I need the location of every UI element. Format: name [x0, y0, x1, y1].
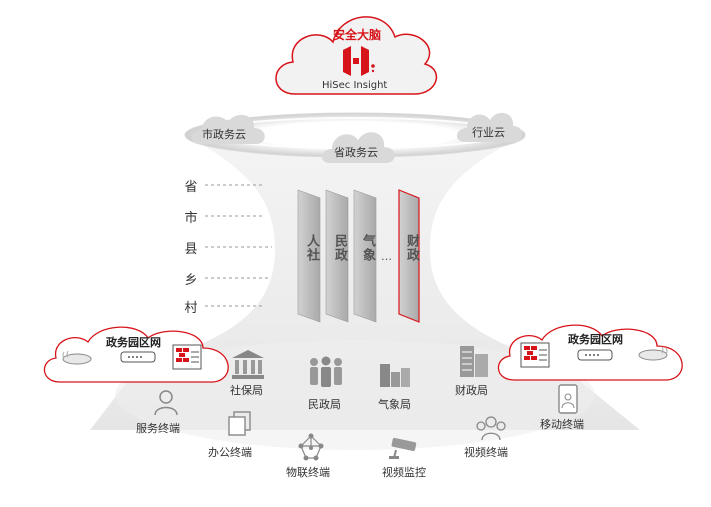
- security-brain-cloud: [275, 16, 438, 95]
- hisec-logo-icon: [343, 46, 375, 76]
- dept-social-security: 社保局: [230, 384, 263, 397]
- left-park-title: 政务园区网: [106, 336, 161, 349]
- industry-cloud-shape: [456, 112, 523, 142]
- video-terminal-icon: [476, 416, 506, 441]
- city-gov-cloud: 市政务云: [202, 128, 246, 141]
- right-ap-icon: [638, 346, 668, 361]
- left-firewall-icon: [172, 344, 202, 370]
- iot-terminal-icon: [298, 433, 324, 461]
- terminal-video: 视频终端: [464, 446, 508, 459]
- terminal-video-surveillance: 视频监控: [382, 466, 426, 479]
- terminal-service: 服务终端: [136, 422, 180, 435]
- dept-civil-affairs: 民政局: [308, 398, 341, 411]
- right-switch-icon: [577, 349, 613, 361]
- dept-meteorology: 气象局: [378, 398, 411, 411]
- level-city: 市: [184, 211, 198, 226]
- terminal-iot: 物联终端: [286, 466, 330, 479]
- industry-cloud: 行业云: [472, 126, 505, 139]
- column-ellipsis: …: [381, 250, 392, 263]
- dept-finance: 财政局: [455, 384, 488, 397]
- level-province: 省: [184, 180, 198, 195]
- office-terminal-icon: [228, 411, 251, 436]
- left-switch-icon: [120, 351, 156, 363]
- terminal-mobile: 移动终端: [540, 418, 584, 431]
- product-name: HiSec Insight: [322, 80, 388, 91]
- right-park-title: 政务园区网: [568, 333, 623, 346]
- terminal-office: 办公终端: [208, 446, 252, 459]
- city-gov-cloud-shape: [191, 114, 265, 144]
- finance-building-icon: [460, 346, 488, 377]
- level-village: 村: [184, 301, 198, 316]
- service-terminal-icon: [154, 390, 178, 416]
- level-town: 乡: [184, 273, 198, 288]
- meteorology-building-icon: [380, 364, 410, 387]
- security-brain-title: 安全大脑: [333, 28, 382, 42]
- mobile-terminal-icon: [558, 384, 578, 414]
- level-county: 县: [184, 242, 198, 257]
- left-ap-icon: [62, 350, 92, 365]
- column-civil: 民政: [332, 234, 347, 262]
- province-gov-cloud-shape: [321, 132, 395, 163]
- civil-affairs-people-icon: [310, 356, 342, 387]
- video-surveillance-camera-icon: [389, 437, 417, 459]
- right-firewall-icon: [520, 342, 550, 368]
- column-finance: 财政: [404, 234, 419, 262]
- column-social: 人社: [304, 234, 319, 262]
- province-gov-cloud: 省政务云: [334, 146, 378, 159]
- social-security-building-icon: [232, 350, 264, 379]
- column-weather: 气象: [360, 234, 375, 262]
